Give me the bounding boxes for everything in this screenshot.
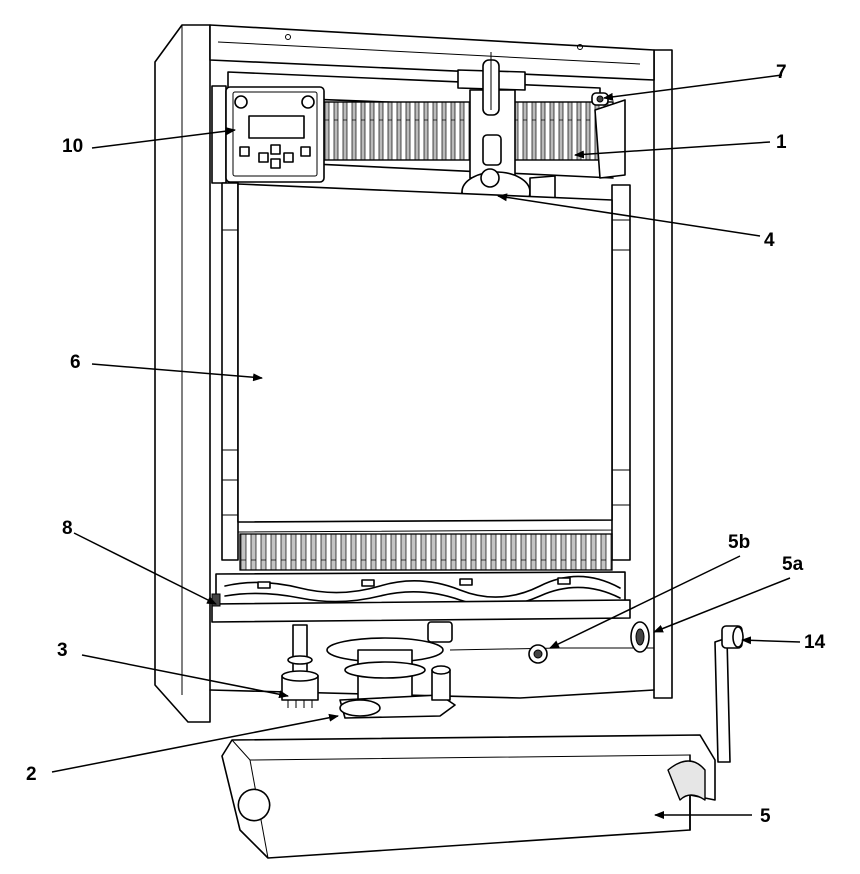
leader-8: [73, 532, 217, 605]
leader-7: [603, 74, 783, 101]
drain-port-5a: [630, 621, 650, 653]
cabinet-housing: [154, 24, 673, 723]
leader-4: [497, 193, 761, 237]
callout-4: 4: [764, 230, 775, 251]
callout-5: 5: [760, 806, 771, 827]
callout-7: 7: [776, 62, 787, 83]
burner-assembly: [211, 533, 631, 623]
callout-8: 8: [62, 518, 73, 539]
leader-2: [51, 713, 339, 773]
gas-valve-assembly: [326, 637, 456, 719]
leader-1: [574, 141, 771, 159]
callout-5b: 5b: [728, 532, 750, 553]
callout-1: 1: [776, 132, 787, 153]
callout-labels: 1 2 3 4 5 5a 5b 6 7 8 10 14: [26, 62, 826, 827]
control-panel: [211, 85, 325, 184]
leader-lines: [51, 74, 801, 819]
control-handle: [714, 625, 744, 763]
callout-2: 2: [26, 764, 37, 785]
small-fitting: [427, 621, 453, 643]
callout-10: 10: [62, 136, 83, 157]
igniter: [281, 624, 319, 708]
leader-6: [91, 363, 263, 382]
callout-6: 6: [70, 352, 81, 373]
leader-5a: [653, 577, 791, 633]
leader-5b: [549, 555, 741, 649]
callout-5a: 5a: [782, 554, 804, 575]
leader-10: [91, 127, 236, 149]
leader-3: [81, 654, 289, 699]
leader-14: [741, 636, 801, 645]
outer-cover: [221, 734, 716, 859]
callout-14: 14: [804, 632, 826, 653]
limit-sensor: [591, 92, 609, 106]
combustion-chamber: [221, 182, 631, 561]
drain-port-5b: [528, 644, 548, 664]
callout-3: 3: [57, 640, 68, 661]
